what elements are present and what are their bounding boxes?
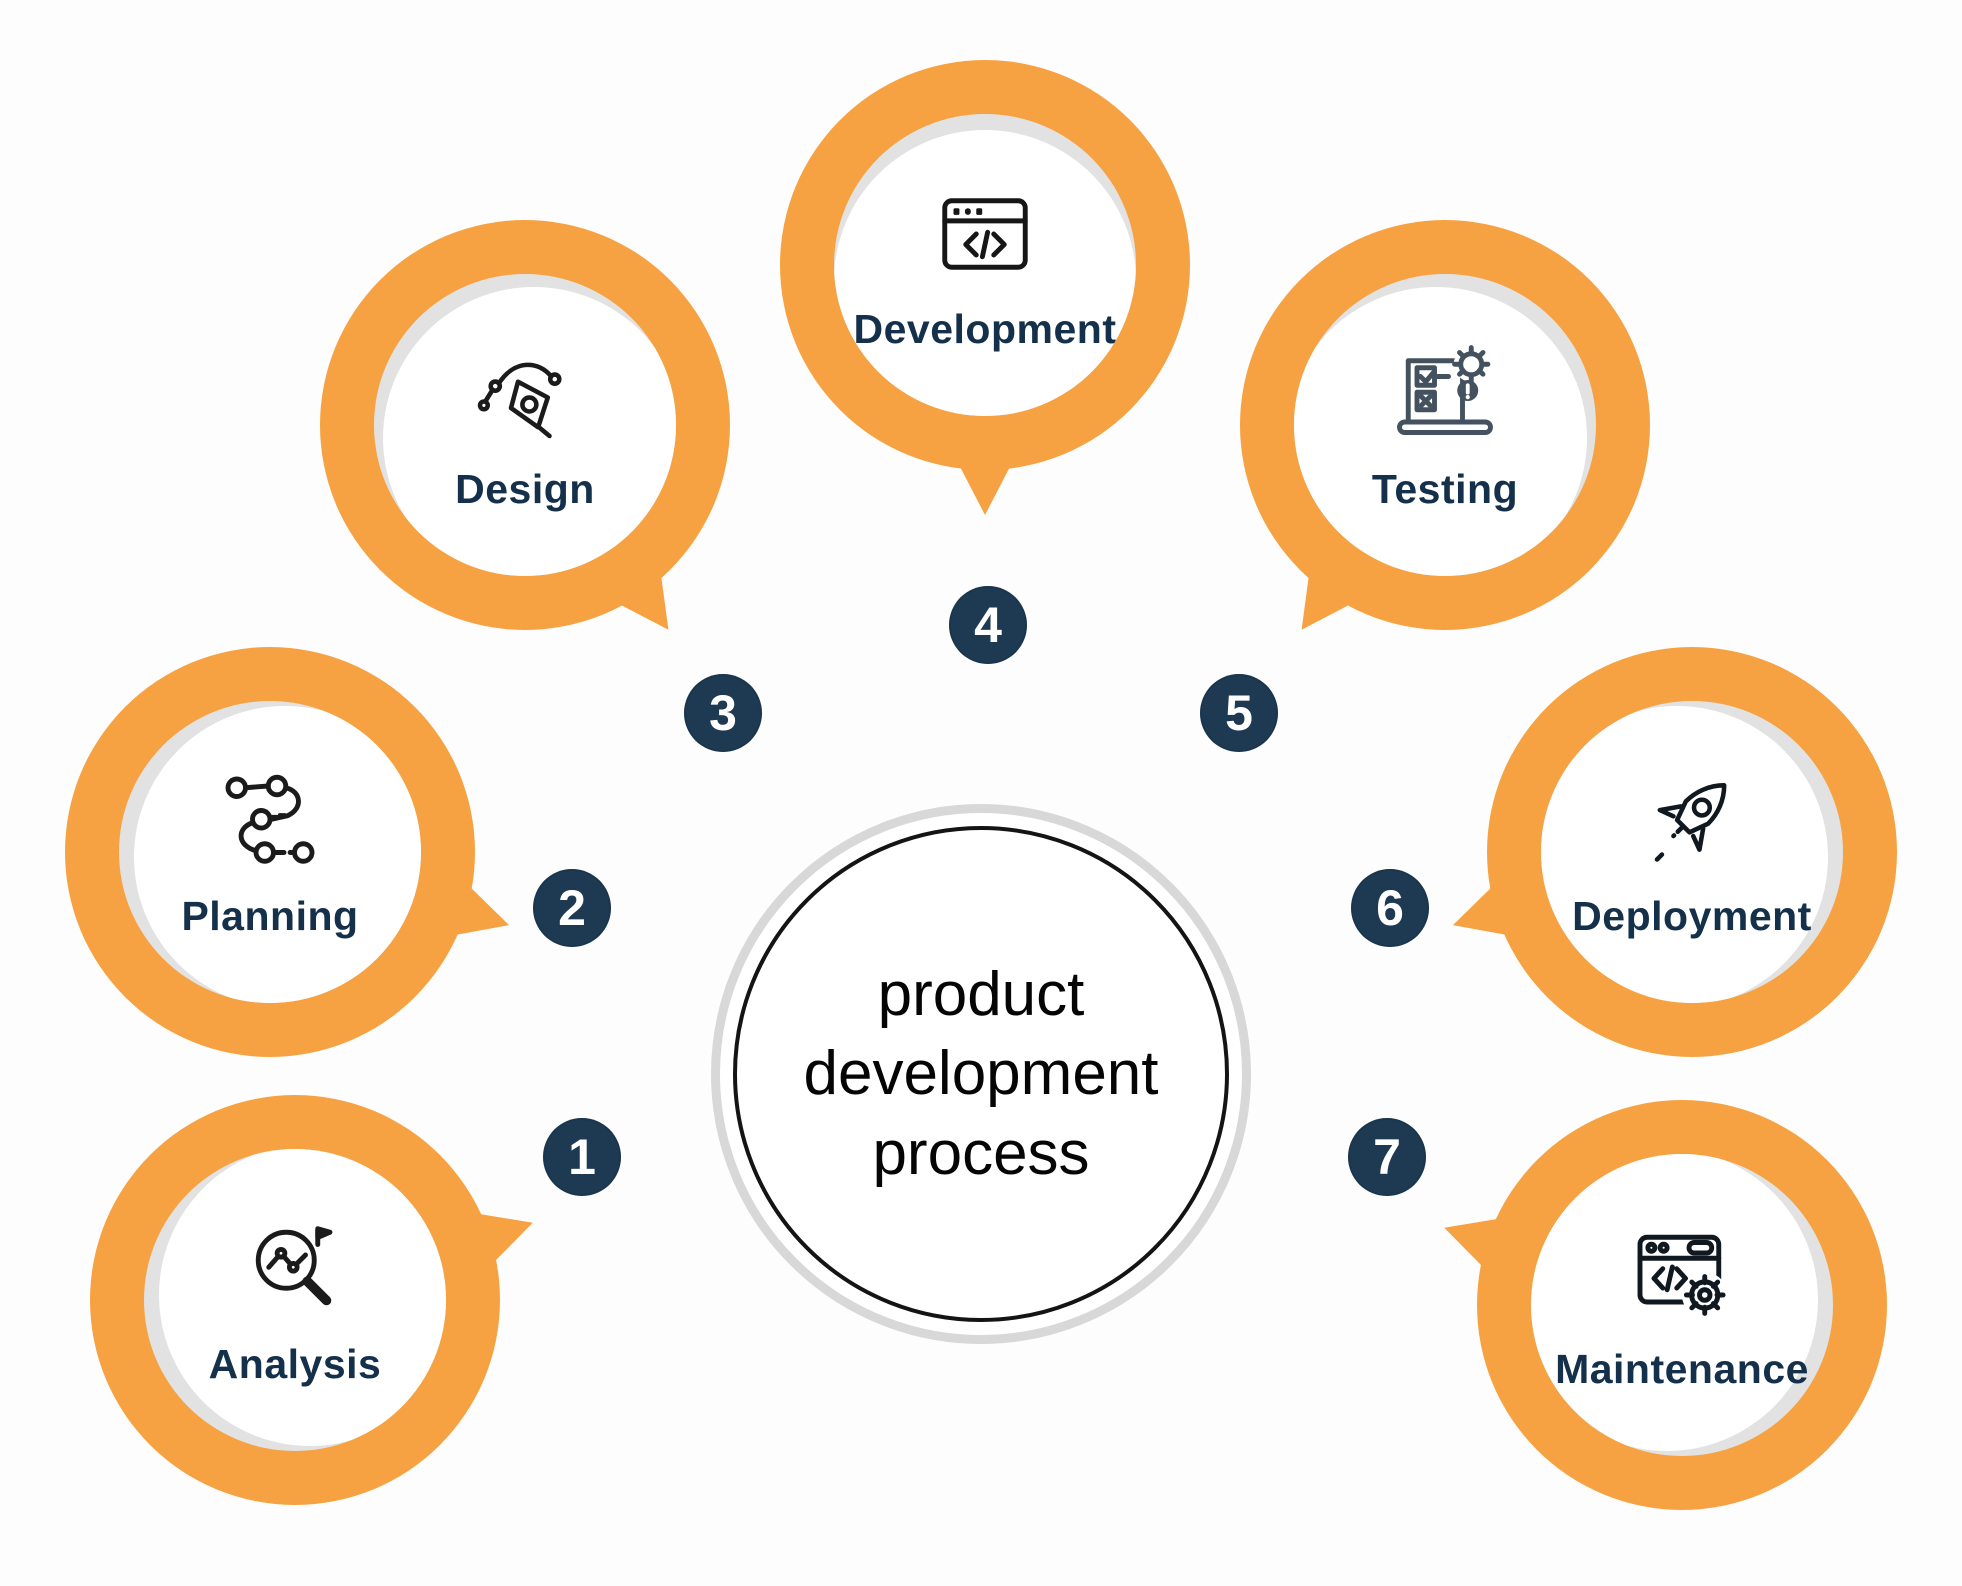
step-planning: Planning xyxy=(65,647,475,1057)
development-label: Development xyxy=(853,305,1117,352)
center-circle: product development process xyxy=(711,804,1251,1344)
diagram-title: product development process xyxy=(720,813,1242,1335)
step-maintenance: Maintenance xyxy=(1477,1100,1887,1510)
badge-6-text: 6 xyxy=(1376,880,1404,936)
testing-hole: Testing xyxy=(1294,274,1596,576)
step-testing: Testing xyxy=(1240,220,1650,630)
badge-2-text: 2 xyxy=(558,880,586,936)
deployment-icon xyxy=(1654,782,1727,862)
title-line-2: development xyxy=(803,1039,1159,1109)
design-hole: Design xyxy=(374,274,676,576)
maintenance-label: Maintenance xyxy=(1555,1345,1809,1392)
planning-hole: Planning xyxy=(119,701,421,1003)
badge-1-text: 1 xyxy=(568,1129,596,1185)
maintenance-hole: Maintenance xyxy=(1531,1154,1833,1456)
planning-label: Planning xyxy=(181,892,359,939)
step-number-6: 6 xyxy=(1351,869,1429,947)
development-hole: Development xyxy=(834,114,1136,416)
deployment-hole: Deployment xyxy=(1541,701,1843,1003)
step-number-1: 1 xyxy=(543,1118,621,1196)
step-number-7: 7 xyxy=(1348,1118,1426,1196)
maintenance-icon xyxy=(1637,1234,1728,1318)
step-number-2: 2 xyxy=(533,869,611,947)
step-number-5: 5 xyxy=(1200,674,1278,752)
design-label: Design xyxy=(455,465,595,512)
analysis-hole: Analysis xyxy=(144,1149,446,1451)
step-number-4: 4 xyxy=(949,586,1027,664)
title-line-3: process xyxy=(872,1118,1090,1188)
badge-3-text: 3 xyxy=(709,685,737,741)
step-number-3: 3 xyxy=(684,674,762,752)
testing-icon xyxy=(1397,344,1493,435)
planning-icon xyxy=(225,774,315,864)
step-analysis: Analysis xyxy=(90,1095,500,1505)
testing-label: Testing xyxy=(1371,465,1519,512)
analysis-icon xyxy=(255,1225,333,1305)
title-line-1: product xyxy=(877,959,1085,1029)
analysis-label: Analysis xyxy=(208,1340,382,1387)
badge-5-text: 5 xyxy=(1225,685,1253,741)
design-icon xyxy=(477,362,562,438)
badge-7-text: 7 xyxy=(1373,1129,1401,1185)
step-deployment: Deployment xyxy=(1487,647,1897,1057)
step-development: Development xyxy=(780,60,1190,470)
deployment-label: Deployment xyxy=(1572,892,1812,939)
development-icon xyxy=(942,197,1028,270)
step-design: Design xyxy=(320,220,730,630)
badge-4-text: 4 xyxy=(974,597,1002,653)
